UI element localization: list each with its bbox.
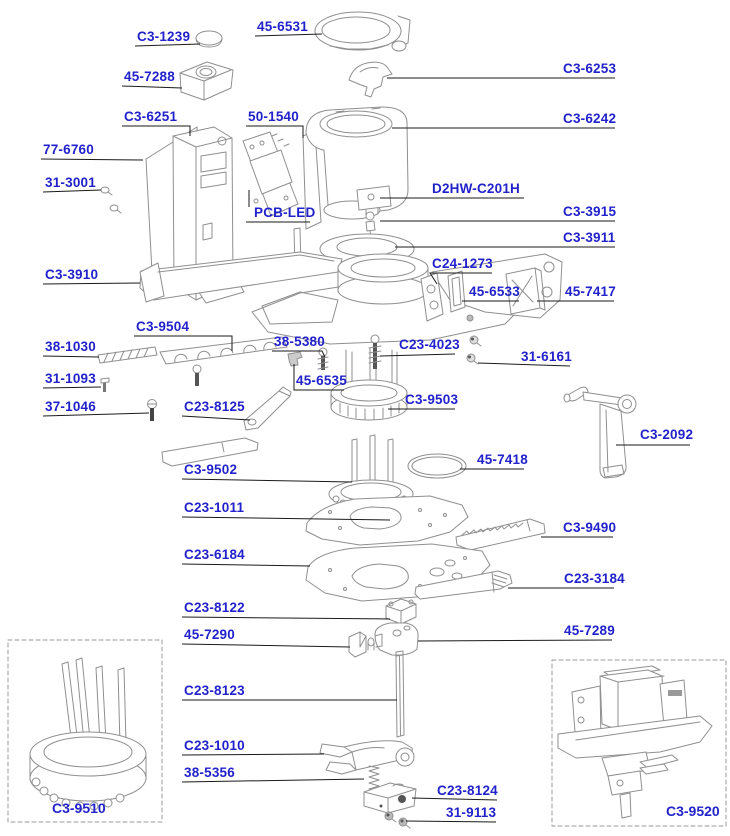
part-drawing-microswitch-c23-8124: [363, 782, 417, 814]
part-drawing-block-45-7289: [374, 622, 419, 656]
part-label-c3-2092[interactable]: C3-2092: [640, 427, 694, 442]
part-label-37-1046[interactable]: 37-1046: [45, 399, 96, 414]
part-label-c3-9504[interactable]: C3-9504: [136, 319, 190, 334]
part-drawing-grommet-45-6535: [287, 351, 303, 367]
part-drawing-ring-45-6531: [314, 11, 411, 52]
part-label-c24-1273[interactable]: C24-1273: [432, 256, 493, 271]
part-drawing-spring-38-5356: [368, 765, 380, 793]
part-drawing-drum-c3-9503: [330, 379, 408, 421]
inset-caption-c3-9510: C3-9510: [52, 800, 106, 816]
part-drawing-microswitch-d2hw: [356, 185, 392, 217]
part-label-c3-3911[interactable]: C3-3911: [563, 230, 616, 245]
part-drawing-screws-31-6161: [466, 335, 482, 365]
part-label-c3-9490[interactable]: C3-9490: [563, 520, 617, 535]
part-label-31-1093[interactable]: 31-1093: [45, 371, 96, 386]
part-label-pcb-led[interactable]: PCB-LED: [254, 205, 316, 220]
part-drawing-rivet-31-1093: [100, 377, 110, 392]
part-label-c3-6251[interactable]: C3-6251: [124, 109, 178, 124]
part-label-38-5380[interactable]: 38-5380: [274, 334, 325, 349]
part-drawing-screw-37-1046: [147, 399, 157, 421]
part-drawing-cap-c3-1239: [195, 30, 223, 48]
part-label-c3-3915[interactable]: C3-3915: [563, 204, 617, 219]
part-drawing-bar-c23-3184: [414, 570, 513, 600]
part-drawing-plunger-c3-3915: [365, 211, 376, 240]
part-drawing-screws-31-9113: [384, 811, 411, 829]
part-drawing-screw-c23-4023: [368, 334, 382, 369]
part-label-45-6531[interactable]: 45-6531: [257, 19, 308, 34]
part-label-45-6535[interactable]: 45-6535: [296, 373, 347, 388]
part-drawing-cover-c3-6242: [302, 106, 409, 230]
part-label-31-3001[interactable]: 31-3001: [45, 175, 96, 190]
part-drawing-shaft-c23-8123: [395, 650, 405, 738]
part-drawing-pcb-50-1540: [242, 131, 299, 217]
part-label-c23-8122[interactable]: C23-8122: [184, 600, 245, 615]
part-drawing-screws-31-3001: [100, 186, 122, 214]
part-label-31-9113[interactable]: 31-9113: [446, 805, 497, 820]
part-label-c23-6184[interactable]: C23-6184: [184, 547, 245, 562]
part-drawing-arm-c23-8125: [243, 386, 292, 431]
part-drawing-oring-45-7418: [407, 453, 467, 479]
part-label-45-7417[interactable]: 45-7417: [565, 284, 616, 299]
part-label-c3-1239[interactable]: C3-1239: [137, 29, 191, 44]
part-label-c23-1011[interactable]: C23-1011: [184, 500, 245, 515]
part-label-38-1030[interactable]: 38-1030: [45, 339, 96, 354]
part-label-45-7290[interactable]: 45-7290: [184, 627, 235, 642]
part-drawing-tray-c3-3910: [139, 227, 343, 303]
part-drawing-cam-plate-c23-1011: [305, 495, 469, 546]
part-label-c23-3184[interactable]: C23-3184: [564, 571, 625, 586]
part-label-c23-8125[interactable]: C23-8125: [184, 399, 245, 414]
part-label-50-1540[interactable]: 50-1540: [248, 109, 299, 124]
part-label-c3-3910[interactable]: C3-3910: [45, 267, 99, 282]
part-label-c23-1010[interactable]: C23-1010: [184, 738, 245, 753]
part-label-45-6533[interactable]: 45-6533: [469, 284, 520, 299]
part-label-c23-4023[interactable]: C23-4023: [399, 337, 460, 352]
part-drawing-slide-bar: [161, 437, 259, 467]
part-drawing-fork-c23-1010: [319, 740, 415, 775]
part-drawing-hook-c3-6253: [348, 61, 393, 98]
part-label-77-6760[interactable]: 77-6760: [43, 142, 94, 157]
part-label-45-7289[interactable]: 45-7289: [564, 623, 615, 638]
part-label-c23-8123[interactable]: C23-8123: [184, 683, 245, 698]
part-label-45-7288[interactable]: 45-7288: [124, 69, 175, 84]
part-drawing-wedge-45-7290: [348, 631, 375, 658]
part-drawing-rack-c3-9490: [455, 518, 546, 551]
part-drawing-comb-strip-c3-9504: [97, 336, 288, 386]
part-drawing-gasket-45-6533: [447, 270, 474, 322]
part-label-c3-6242[interactable]: C3-6242: [563, 111, 617, 126]
part-drawing-lever-c3-2092: [563, 386, 637, 479]
part-label-c3-9502[interactable]: C3-9502: [184, 462, 238, 477]
part-drawing-block-c23-8122: [385, 598, 417, 625]
part-drawing-block-45-7288: [179, 61, 234, 101]
part-label-31-6161[interactable]: 31-6161: [521, 349, 572, 364]
part-label-d2hw-c201h[interactable]: D2HW-C201H: [432, 181, 520, 196]
assembled-view-c3-9510: [7, 639, 163, 823]
part-label-c23-8124[interactable]: C23-8124: [437, 783, 498, 798]
assembled-view-c3-9520: [551, 659, 727, 827]
part-label-c3-6253[interactable]: C3-6253: [563, 61, 617, 76]
leader-lines: [40, 33, 690, 823]
part-label-c3-9503[interactable]: C3-9503: [405, 392, 459, 407]
inset-caption-c3-9520: C3-9520: [666, 803, 720, 819]
part-label-38-5356[interactable]: 38-5356: [184, 765, 235, 780]
part-label-45-7418[interactable]: 45-7418: [477, 452, 528, 467]
